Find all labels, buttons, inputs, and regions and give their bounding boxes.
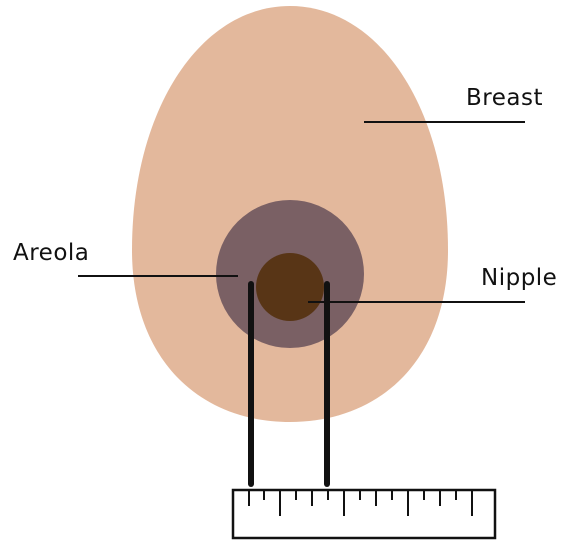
areola-label: Areola [13, 242, 89, 265]
nipple-label: Nipple [481, 267, 557, 290]
ruler [233, 490, 495, 538]
breast-label: Breast [466, 87, 543, 110]
nipple-shape [256, 253, 324, 321]
